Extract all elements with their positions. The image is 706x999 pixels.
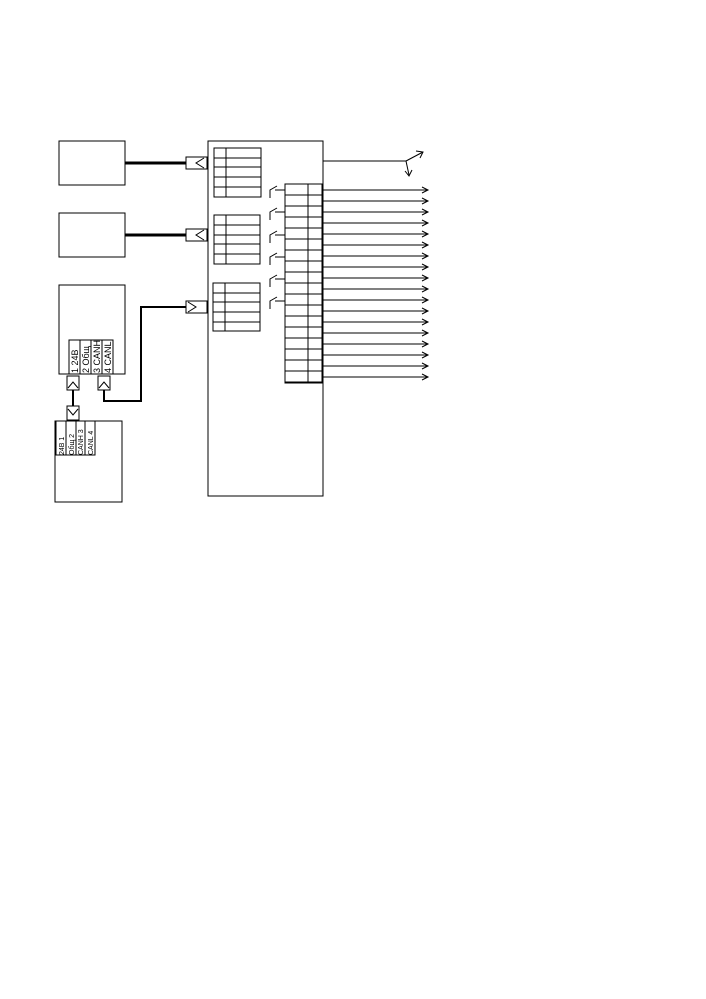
output-wire [322, 241, 430, 249]
device-3-pin-4-label: 4 CANL [103, 341, 113, 373]
output-wire [322, 351, 430, 359]
output-wire [322, 197, 430, 205]
output-wire [322, 252, 430, 260]
split-output-icon [323, 150, 424, 177]
device-4-pin-3-label: CANH 3 [78, 429, 85, 455]
relay-contact-icon [269, 274, 285, 287]
output-wire [322, 362, 430, 370]
plug-3a-icon [66, 375, 80, 391]
main-unit-box [207, 140, 324, 497]
output-wire [322, 230, 430, 238]
device-3-pin-2-label: 2 Общ [81, 345, 91, 373]
output-wire [322, 340, 430, 348]
output-wire [322, 274, 430, 282]
connector-bottom-labels: 24В 1 Общ 2 CANH 3 CANL 4 [59, 429, 95, 455]
relay-contact-icon [269, 296, 285, 309]
output-wire [322, 296, 430, 304]
output-wire [322, 307, 430, 315]
output-wire [322, 373, 430, 381]
plug-1-icon [185, 156, 208, 170]
plug-3-main-icon [185, 300, 208, 314]
output-wire [322, 318, 430, 326]
input-terminal-block-2 [213, 214, 261, 265]
plug-4-icon [66, 405, 80, 421]
relay-contacts [269, 185, 285, 309]
output-wires [322, 186, 430, 381]
output-wire [322, 285, 430, 293]
input-terminal-block-3 [212, 282, 261, 332]
input-terminal-block-1 [213, 147, 262, 198]
output-wire [322, 329, 430, 337]
device-3-pin-3-label: 3 CANH [92, 340, 102, 373]
device-1-box [58, 140, 126, 186]
device-4-pin-2-label: Общ 2 [68, 434, 76, 455]
plug-2-icon [185, 228, 208, 242]
relay-contact-icon [269, 230, 285, 243]
relay-contact-icon [269, 185, 285, 198]
output-wire [322, 263, 430, 271]
device-2-box [58, 212, 126, 258]
relay-contact-icon [269, 252, 285, 265]
output-terminal-rows [285, 194, 322, 383]
device-3-pin-1-label: 1 24В [70, 349, 80, 373]
can-wire [103, 306, 186, 402]
output-wire [322, 186, 430, 194]
device-4-pin-1-label: 24В 1 [59, 437, 66, 455]
relay-contact-icon [269, 207, 285, 220]
output-wire [322, 208, 430, 216]
output-wire [322, 219, 430, 227]
device-4-pin-4-label: CANL 4 [88, 431, 95, 455]
plug-3b-icon [97, 375, 111, 391]
